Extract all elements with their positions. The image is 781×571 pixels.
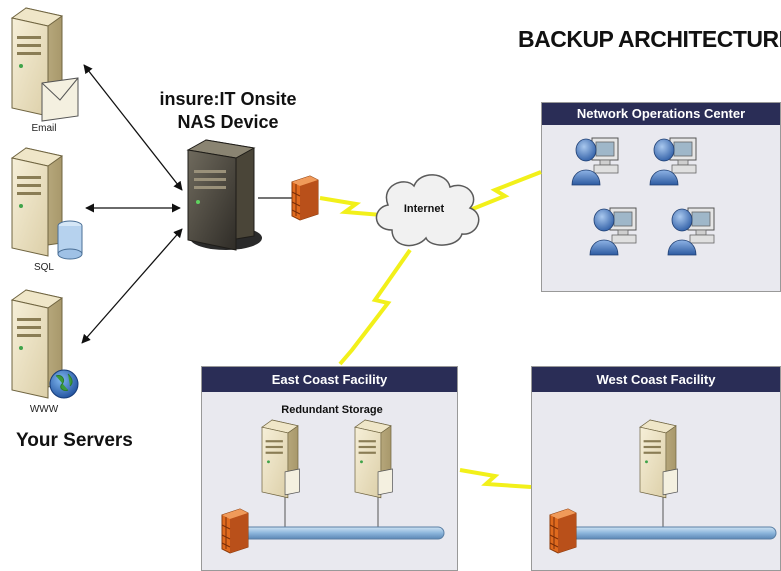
east-coast-panel-title: East Coast Facility	[202, 367, 457, 392]
sql-server-icon	[11, 147, 83, 260]
internet-label: Internet	[403, 203, 445, 215]
noc-user-icon-2	[649, 137, 697, 186]
arrow-www-nas	[81, 228, 183, 344]
noc-user-icon-1	[571, 137, 619, 186]
east-firewall-icon	[221, 508, 249, 554]
noc-panel: Network Operations Center	[541, 102, 781, 292]
lightning-east-west	[459, 468, 532, 489]
nas-label: insure:IT Onsite NAS Device	[148, 88, 308, 134]
east-storage-server-icon-1	[261, 419, 300, 499]
west-coast-panel-title: West Coast Facility	[532, 367, 780, 392]
redundant-storage-label: Redundant Storage	[281, 404, 383, 416]
email-server-icon	[11, 7, 79, 122]
lightning-firewall-internet	[319, 196, 383, 217]
diagram-title: BACKUP ARCHITECTURE	[518, 26, 781, 52]
email-label: Email	[31, 123, 57, 134]
www-label: WWW	[29, 404, 59, 415]
noc-user-icon-3	[589, 207, 637, 256]
lightning-internet-noc	[469, 170, 542, 212]
noc-user-icon-4	[667, 207, 715, 256]
west-firewall-icon	[549, 508, 577, 554]
firewall-icon	[291, 175, 319, 221]
west-server-icon	[639, 419, 678, 499]
east-network-pipe	[237, 526, 445, 540]
lightning-internet-east	[338, 248, 412, 366]
nas-label-line1: insure:IT Onsite	[159, 89, 297, 109]
east-storage-server-icon-2	[354, 419, 393, 499]
nas-label-line2: NAS Device	[177, 112, 279, 132]
noc-panel-title: Network Operations Center	[542, 103, 780, 125]
your-servers-caption: Your Servers	[16, 430, 133, 451]
www-server-icon	[11, 289, 79, 399]
sql-label: SQL	[33, 262, 54, 273]
nas-device-icon	[186, 139, 262, 251]
west-network-pipe	[565, 526, 777, 540]
arrow-email-nas	[83, 64, 183, 191]
internet-cloud	[375, 174, 480, 247]
